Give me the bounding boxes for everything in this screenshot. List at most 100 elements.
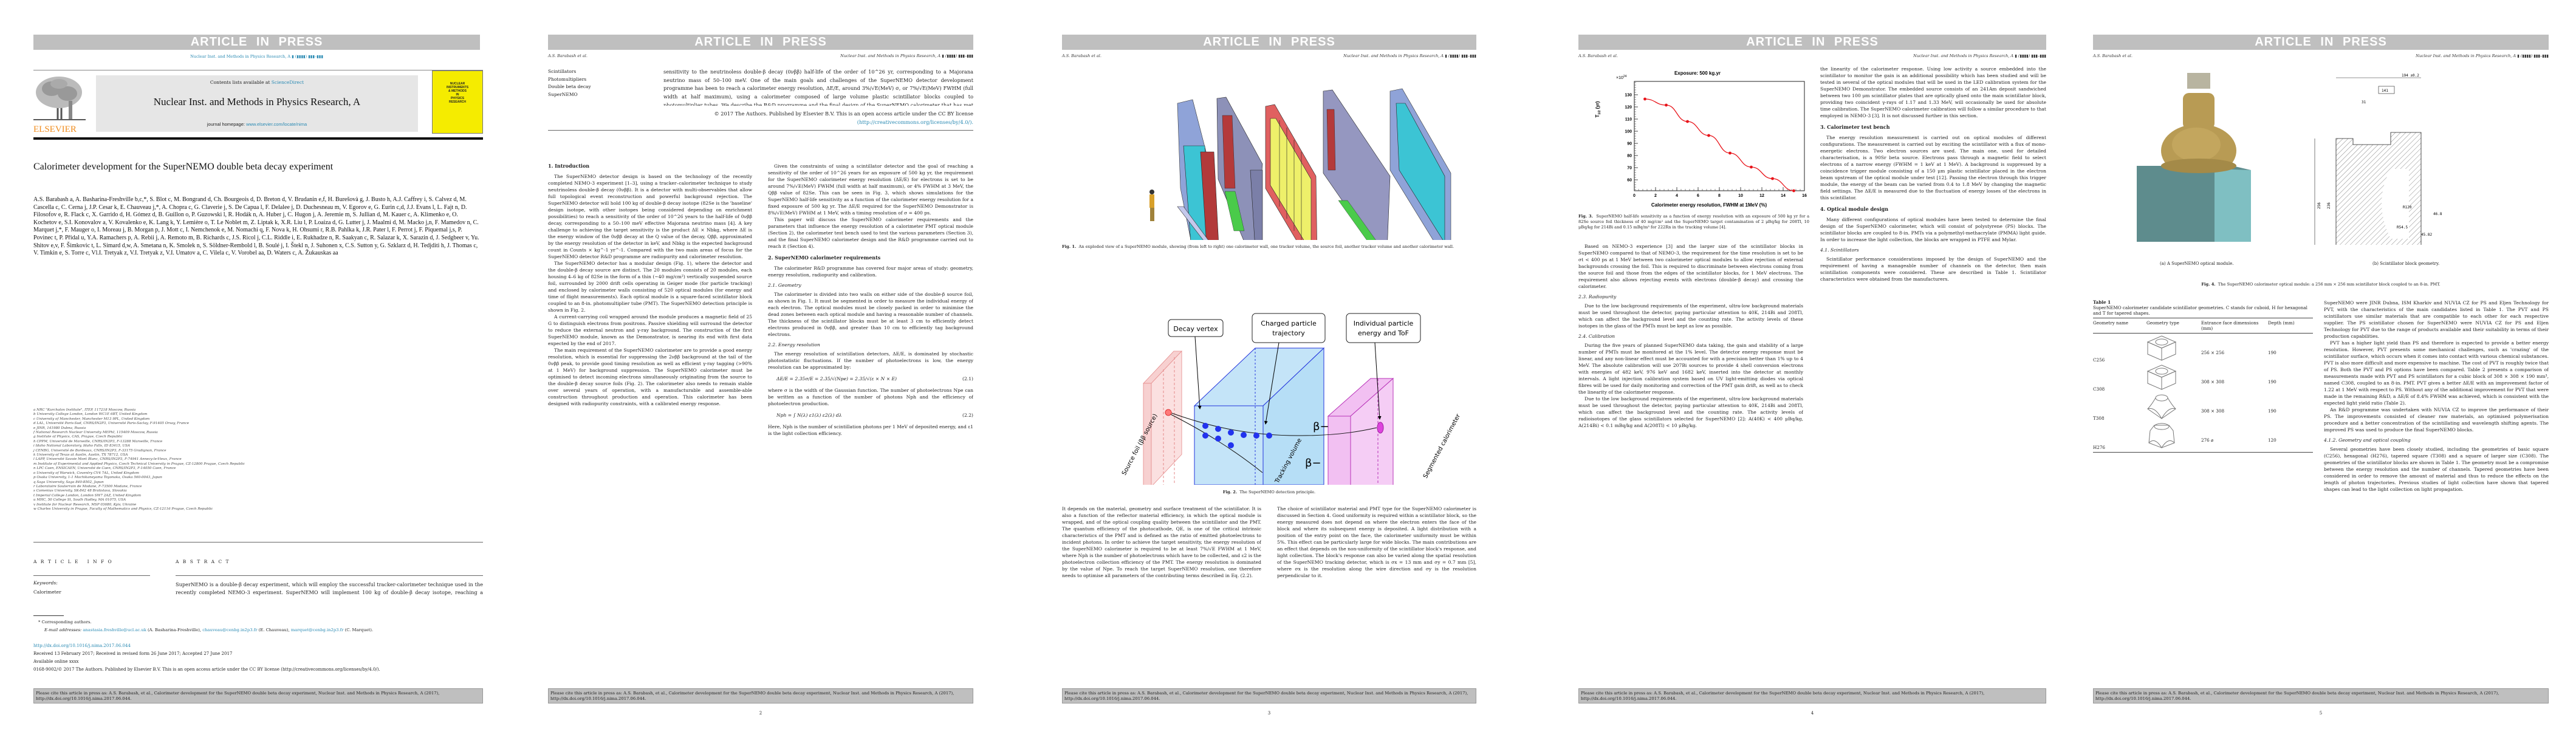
footnote-rule — [33, 615, 64, 616]
table-cell: 190 — [2268, 350, 2276, 355]
email-footnote: E-mail addresses: anastasia.freshville@u… — [44, 628, 482, 632]
table-header: Geometry name Geometry type Entrance fac… — [2093, 318, 2313, 334]
column-header: Geometry type — [2146, 320, 2179, 326]
received-dates: Received 13 February 2017; Received in r… — [33, 651, 233, 656]
data-point — [1728, 151, 1732, 155]
y-tick-label: 130 — [1625, 94, 1632, 98]
x-tick-label: 8 — [1718, 194, 1721, 198]
equation: Nph = ∫ N(λ) ε1(λ) ε2(λ) dλ (2.2) — [768, 412, 973, 419]
figure-4a-caption: (a) A SuperNEMO optical module. — [2160, 261, 2234, 266]
running-author: A.S. Barabash et al. — [548, 53, 587, 58]
svg-text:trajectory: trajectory — [1272, 329, 1305, 337]
paragraph: The SuperNEMO detector has a modular des… — [548, 261, 752, 313]
running-author: A.S. Barabash et al. — [2093, 53, 2132, 58]
page-number: 2 — [759, 711, 762, 716]
affiliation: i Idaho National Laboratory, Idaho Falls… — [33, 444, 130, 448]
email-link[interactable]: chauveau@cenbg.in2p3.fr — [202, 628, 258, 632]
abstract-heading: A B S T R A C T — [176, 559, 230, 564]
article-info-rule — [33, 575, 150, 576]
affiliation: k University of Texas at Austin, Austin,… — [33, 453, 128, 457]
dimension-label: 45.82 — [2421, 233, 2432, 237]
table-cell: 308 × 308 — [2201, 408, 2225, 414]
affiliation: l LAPP, Université Savoie Mont Blanc, CN… — [33, 457, 182, 462]
paragraph: Given the constraints of using a scintil… — [768, 163, 973, 216]
caption-text: The SuperNEMO calorimeter optical module… — [2218, 282, 2441, 287]
column-header: Depth (mm) — [2268, 320, 2295, 326]
email-link[interactable]: marquet@cenbg.in2p3.fr — [290, 628, 344, 632]
paragraph: The calorimeter R&D programme has covere… — [768, 265, 973, 278]
paragraph: where σ is the width of the Gaussian fun… — [768, 388, 973, 406]
column-left: Based on NEMO-3 experience [3] and the l… — [1578, 243, 1803, 680]
paragraph: The SuperNEMO detector design is based o… — [548, 174, 752, 259]
affiliation: w Charles University in Prague, Faculty … — [33, 507, 213, 511]
page-3: ARTICLE IN PRESS A.S. Barabash et al. Nu… — [1062, 0, 1476, 729]
x-tick-label: 12 — [1759, 194, 1764, 198]
equation-number: (2.1) — [962, 376, 973, 382]
elsevier-tree-icon — [33, 77, 86, 120]
table-row: C308 308 × 308 190 — [2093, 363, 2313, 392]
table-cell: T308 — [2093, 416, 2105, 421]
affiliation: n LPC Caen, ENSICAEN, Université de Caen… — [33, 467, 176, 471]
chart-frame — [1634, 81, 1805, 191]
dimension-label: 141 — [2382, 89, 2388, 93]
column-header: Entrance face dimensions (mm) — [2201, 320, 2259, 331]
keywords-list: Scintillators Photomultipliers Double be… — [548, 68, 591, 98]
label-trajectory: Charged particle trajectory — [1252, 313, 1326, 425]
keywords-label: Keywords: — [33, 580, 58, 586]
sciencedirect-link[interactable]: ScienceDirect — [271, 80, 304, 85]
table-caption: SuperNEMO calorimeter candidate scintill… — [2093, 305, 2307, 316]
email-link[interactable]: anastasia.freshville@ucl.ac.uk — [83, 628, 146, 632]
cover-line: & METHODS — [448, 89, 467, 93]
paragraph: It depends on the material, geometry and… — [1062, 506, 1261, 578]
paragraph: Based on NEMO-3 experience [3] and the l… — [1578, 244, 1803, 289]
dimension-label: 236 — [2327, 202, 2331, 209]
paragraph: The energy resolution measurement is car… — [1820, 135, 2046, 200]
running-author: A.S. Barabash et al. — [1578, 53, 1618, 58]
chart-title: Exposure: 500 kg.yr — [1674, 70, 1721, 76]
x-tick-label: 0 — [1633, 194, 1636, 198]
x-tick-label: 14 — [1781, 194, 1786, 198]
paragraph: Here, Nph is the number of scintillation… — [768, 424, 973, 436]
corresponding-footnote: * Corresponding authors. — [38, 620, 92, 625]
y-tick-label: 120 — [1625, 106, 1632, 110]
cite-box: Please cite this article in press as: A.… — [33, 688, 483, 703]
data-point — [1665, 103, 1668, 107]
dimension-label: R54.5 — [2397, 225, 2408, 230]
keyword: Photomultipliers — [548, 76, 587, 82]
paragraph: During the five years of planned SuperNE… — [1578, 343, 1803, 395]
source-foil-frame — [1265, 104, 1317, 240]
figure-3-caption: Fig. 3. SuperNEMO half-life sensitivity … — [1578, 214, 1809, 230]
equation: ΔE/E = 2.35σ/E = 2.35/√(Npe) = 2.35/√(ε … — [768, 375, 973, 382]
elsevier-wordmark: ELSEVIER — [33, 125, 77, 134]
calorimeter-label: Segmented calorimeter — [1422, 412, 1462, 479]
cuboid-shape-icon — [2146, 364, 2201, 392]
chart-y-multiplier: ×1024 — [1616, 75, 1627, 80]
keyword: Calorimeter — [33, 589, 61, 595]
doi-link[interactable]: http://dx.doi.org/10.1016/j.nima.2017.06… — [33, 643, 131, 648]
cite-box: Please cite this article in press as: A.… — [1578, 688, 2046, 703]
page-number: 5 — [2319, 711, 2323, 716]
dimension-label: R120 — [2403, 205, 2412, 210]
calorimeter-shape — [1327, 377, 1394, 485]
masthead-rule — [33, 137, 483, 140]
journal-homepage-link[interactable]: www.elsevier.com/locate/nima — [246, 122, 307, 127]
affiliation: c University of Manchester, Manchester M… — [33, 417, 150, 421]
paragraph: The energy resolution of scintillation d… — [768, 351, 973, 370]
calorimeter-wall-2 — [1389, 88, 1451, 240]
elsevier-logo: ELSEVIER — [33, 75, 86, 134]
beta-label: β− — [1313, 420, 1329, 433]
table-cell: 190 — [2268, 379, 2276, 385]
subsection-heading: 2.1. Geometry — [768, 282, 801, 288]
data-point — [1707, 134, 1710, 137]
affiliation: s Comenius University, SK-842 48 Bratisl… — [33, 489, 127, 493]
paragraph: A current-carrying coil wrapped around t… — [548, 314, 752, 346]
page-4: ARTICLE IN PRESS A.S. Barabash et al. Nu… — [1578, 0, 2046, 729]
cite-box: Please cite this article in press as: A.… — [1062, 688, 1476, 703]
license-link[interactable]: (http://creativecommons.org/licenses/by/… — [857, 119, 973, 125]
affiliation: r Laboratoire Souterrain de Modane, F-73… — [33, 484, 142, 488]
series-line — [1645, 98, 1794, 191]
affiliation: o University of Warwick, Coventry CV4 7A… — [33, 471, 139, 475]
article-in-press-banner: ARTICLE IN PRESS — [1578, 35, 2046, 50]
table-cell: 190 — [2268, 408, 2276, 414]
